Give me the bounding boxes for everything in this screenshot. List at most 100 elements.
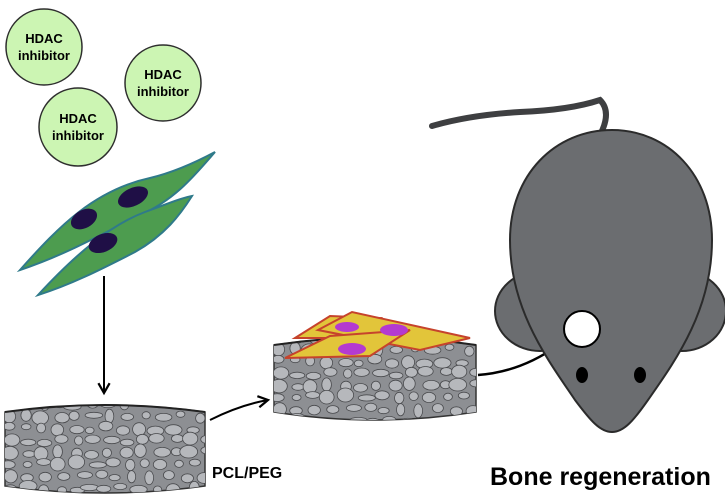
scaffold-pore	[119, 438, 135, 447]
scaffold-pore	[326, 405, 340, 414]
scaffold-pore	[365, 417, 381, 420]
scaffold-pore	[382, 415, 397, 420]
scaffold-pore	[469, 368, 476, 377]
scaffold-pore	[431, 403, 444, 414]
scaffold-pore	[38, 471, 52, 483]
scaffold-pore	[144, 470, 155, 486]
scaffold-pore	[343, 368, 353, 379]
scaffold-pore	[69, 425, 85, 435]
scaffold-pore	[274, 417, 286, 420]
scaffold-pore	[338, 358, 354, 368]
scaffold-pore	[457, 391, 470, 400]
scaffold-pore	[195, 412, 205, 424]
scaffold-pore	[401, 355, 416, 370]
scaffold-pore	[54, 434, 69, 444]
seeded-scaffold	[273, 310, 477, 421]
mouse-eye	[634, 367, 646, 383]
inhibitor-bubble-circle	[124, 44, 202, 122]
scaffold-pore	[36, 438, 53, 447]
scaffold-pore	[174, 459, 184, 468]
scaffold-pore	[377, 407, 390, 415]
scaffold-pore	[119, 446, 134, 459]
scaffold-pore	[196, 472, 205, 484]
scaffold-pore	[74, 435, 84, 446]
scaffold-pore	[5, 433, 21, 447]
scaffold-top-rim	[4, 404, 206, 413]
mouse-eye	[576, 367, 588, 383]
scaffold-pore	[57, 486, 67, 493]
scaffold-pore	[148, 433, 165, 444]
inhibitor-bubble: HDAC inhibitor	[124, 44, 202, 122]
scaffold-pore	[388, 379, 403, 392]
scaffold-pore	[291, 383, 305, 391]
inhibitor-bubble-circle	[5, 8, 83, 86]
scaffold-pore	[108, 474, 121, 482]
scaffold-pore	[200, 446, 205, 455]
stem-cell-cluster	[16, 151, 216, 298]
scaffold-pore	[139, 458, 150, 468]
scaffold-pore	[84, 426, 95, 435]
scaffold-pore	[180, 473, 194, 484]
scaffold-pore	[274, 378, 288, 394]
inhibitor-bubble-line2: inhibitor	[137, 84, 189, 99]
scaffold-pore	[88, 461, 107, 469]
scaffold-pore	[396, 403, 406, 417]
scaffold-pore	[374, 390, 390, 401]
scaffold-pore	[98, 420, 114, 432]
scaffold-pore	[164, 424, 183, 436]
scaffold-pore	[323, 367, 338, 377]
scaffold-pore	[95, 469, 109, 479]
scaffold-pore	[105, 457, 121, 468]
scaffold-pore	[338, 419, 355, 420]
scaffold-pore	[125, 458, 136, 472]
scaffold-pore	[457, 413, 469, 420]
scaffold-pore	[127, 470, 137, 484]
scaffold-pore	[67, 454, 86, 470]
scaffold-pore	[370, 380, 381, 391]
scaffold-pore	[305, 391, 321, 399]
scaffold-pore	[274, 354, 285, 364]
scaffold-pore	[443, 392, 453, 401]
scaffold-pore	[319, 356, 334, 370]
scaffold-pore	[464, 345, 475, 357]
scaffold-pore	[402, 376, 416, 391]
scaffold-pore	[68, 410, 80, 421]
mouse	[429, 96, 725, 434]
scaffold-pore	[179, 445, 199, 459]
scaffold-pore	[469, 379, 476, 388]
scaffold-pore	[183, 405, 199, 411]
scaffold-pore	[417, 366, 434, 377]
scaffold-pore	[36, 422, 46, 434]
scaffold-pore	[5, 405, 17, 408]
inhibitor-bubble: HDAC inhibitor	[38, 87, 118, 167]
scaffold-pore	[101, 447, 112, 458]
scaffold-pore	[404, 366, 418, 378]
scaffold-pore	[465, 405, 476, 417]
scaffold-pore	[173, 405, 185, 408]
scaffold-pore	[357, 394, 376, 402]
outcome-label: Bone regeneration	[490, 463, 711, 491]
inhibitor-bubble-circle	[38, 87, 118, 167]
scaffold-pore	[274, 366, 290, 380]
scaffold-pore	[175, 410, 186, 418]
scaffold-pore	[345, 404, 362, 412]
scaffold-pore	[5, 460, 16, 469]
scaffold-pore	[444, 343, 455, 351]
scaffold-pore	[336, 387, 354, 403]
scaffold-pore	[305, 371, 322, 380]
scaffold-pore	[318, 390, 335, 405]
scaffold-pore	[22, 450, 36, 458]
scaffold-pore	[86, 405, 100, 409]
scaffold-pore	[162, 470, 175, 481]
scaffold-pore	[372, 368, 390, 378]
scaffold-pore	[434, 416, 450, 420]
scaffold-pore	[119, 405, 130, 411]
scaffold-pore	[353, 383, 368, 393]
scaffold-pore	[20, 438, 37, 446]
scaffold-pore	[113, 482, 128, 490]
scaffold-pore	[84, 450, 99, 460]
scaffold-pore	[49, 457, 66, 472]
scaffold-disk	[4, 404, 206, 494]
scaffold-pore	[394, 391, 405, 405]
scaffold-pore	[274, 393, 285, 402]
